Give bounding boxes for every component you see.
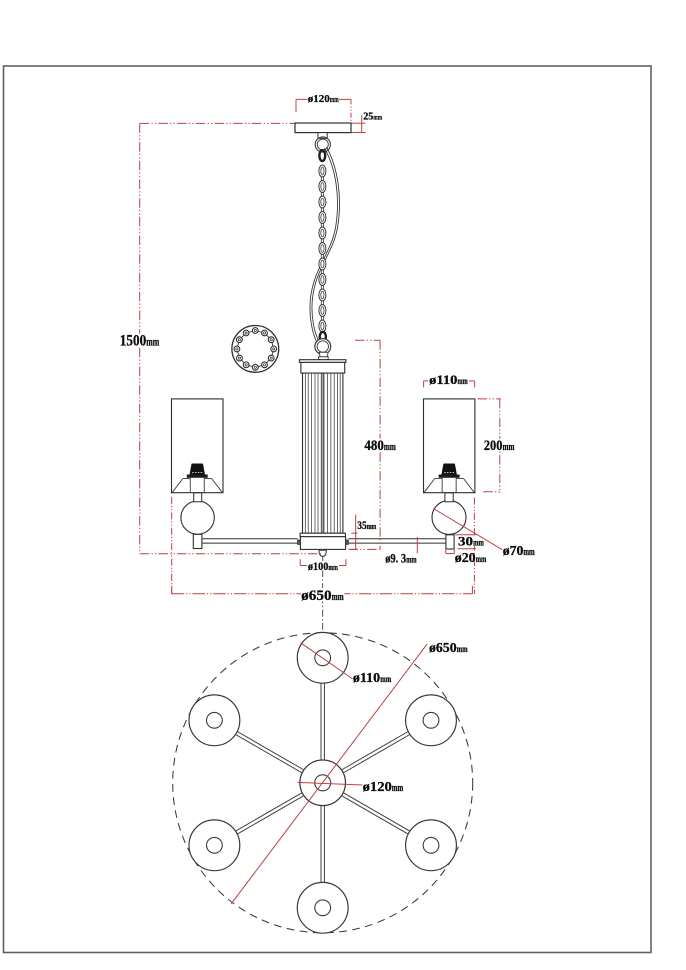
svg-text:ø650: ø650: [301, 588, 331, 604]
svg-text:ø120: ø120: [308, 93, 331, 105]
svg-text:mm: mm: [392, 783, 404, 794]
svg-text:mm: mm: [473, 537, 484, 548]
svg-text:mm: mm: [384, 441, 396, 453]
svg-text:ø100: ø100: [308, 560, 329, 573]
svg-text:mm: mm: [328, 562, 338, 572]
svg-text:ø110: ø110: [429, 373, 457, 387]
svg-text:mm: mm: [332, 591, 344, 603]
svg-text:25: 25: [363, 112, 373, 123]
svg-text:ø650: ø650: [429, 640, 457, 655]
svg-text:200: 200: [484, 438, 503, 454]
svg-text:480: 480: [364, 438, 384, 454]
svg-text:mm: mm: [330, 95, 339, 104]
svg-text:mm: mm: [373, 113, 382, 122]
svg-text:ø9. 3: ø9. 3: [385, 551, 406, 565]
svg-text:ø20: ø20: [455, 550, 476, 565]
svg-text:mm: mm: [458, 376, 468, 386]
svg-text:mm: mm: [476, 554, 487, 565]
svg-text:35: 35: [357, 518, 367, 532]
svg-text:mm: mm: [523, 547, 535, 558]
svg-text:ø110: ø110: [353, 670, 381, 685]
svg-text:mm: mm: [367, 521, 377, 531]
svg-text:30: 30: [458, 533, 473, 548]
svg-text:mm: mm: [503, 441, 515, 453]
svg-text:ø70: ø70: [503, 543, 524, 558]
svg-text:1500: 1500: [120, 333, 146, 350]
svg-text:mm: mm: [146, 335, 159, 349]
svg-text:mm: mm: [406, 555, 417, 565]
svg-text:ø120: ø120: [363, 780, 392, 795]
svg-text:mm: mm: [380, 674, 392, 685]
svg-text:mm: mm: [457, 644, 469, 655]
